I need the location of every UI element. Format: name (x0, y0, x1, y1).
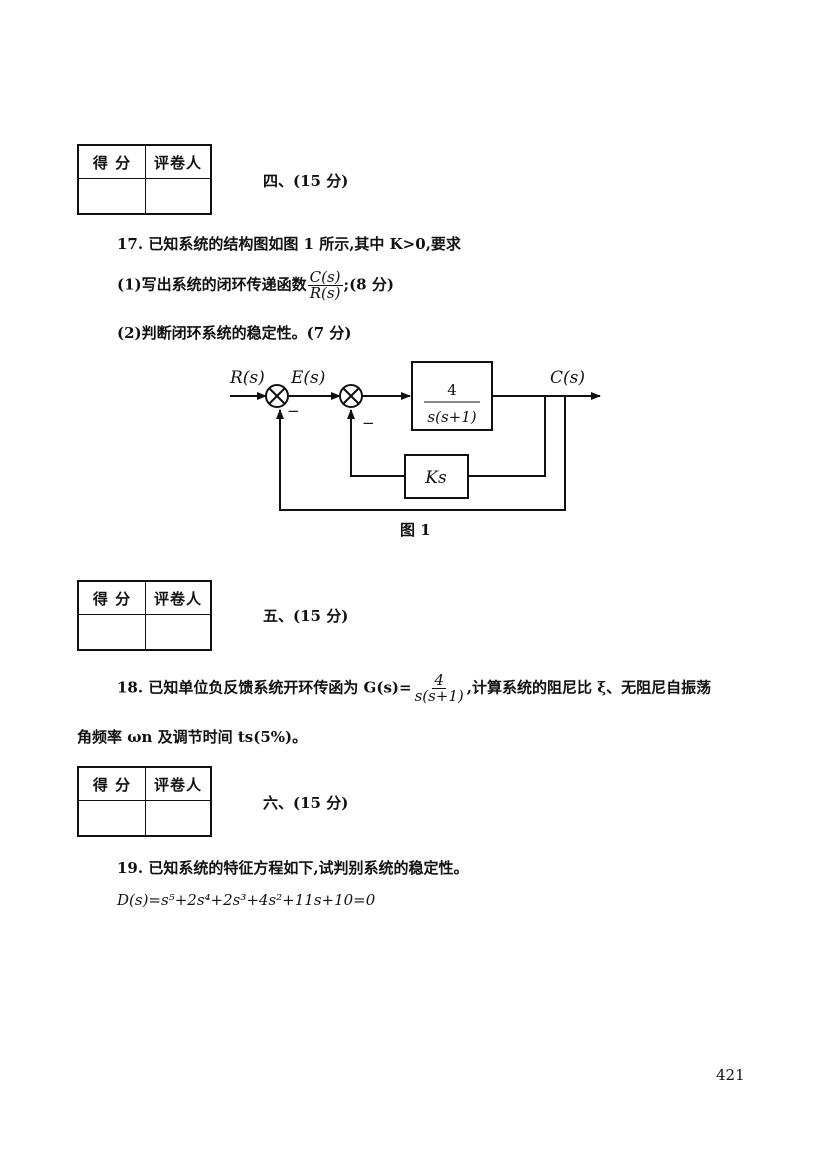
question-18-line-2: 角频率 ωn 及调节时间 ts(5%)。 (77, 728, 308, 746)
block-diagram-figure-1: R(s) E(s) C(s) 4 s(s+1) Ks − − (229, 361, 601, 511)
score-cell[interactable] (77, 178, 146, 215)
q17-part1-suffix: ;(8 分) (343, 275, 394, 294)
forward-denominator: s(s+1) (427, 408, 476, 426)
question-17-part-2: (2)判断闭环系统的稳定性。(7 分) (117, 324, 352, 342)
question-17-intro: 17. 已知系统的结构图如图 1 所示,其中 K>0,要求 (117, 235, 461, 253)
minus-sign-1: − (287, 402, 300, 420)
fraction-numerator: C(s) (307, 268, 343, 286)
outer-feedback-line (276, 396, 566, 511)
fraction-denominator: R(s) (309, 284, 341, 302)
grader-header: 评卷人 (145, 144, 212, 179)
score-table-3: 得 分评卷人 (77, 766, 212, 837)
section-6-title: 六、(15 分) (263, 794, 349, 812)
page-number: 421 (716, 1066, 745, 1084)
figure-1-caption: 图 1 (400, 521, 431, 539)
section-5-title: 五、(15 分) (263, 607, 349, 625)
section-4-title: 四、(15 分) (263, 172, 349, 190)
input-label: R(s) (229, 368, 265, 388)
minus-sign-2: − (362, 414, 375, 432)
error-label: E(s) (290, 368, 325, 388)
forward-numerator: 4 (447, 381, 457, 399)
grader-header: 评卷人 (145, 580, 212, 615)
feedback-gain: Ks (424, 468, 447, 488)
fraction-numerator: 4 (432, 671, 446, 689)
characteristic-equation: D(s)=s⁵+2s⁴+2s³+4s²+11s+10=0 (117, 891, 376, 909)
question-19: 19. 已知系统的特征方程如下,试判别系统的稳定性。 (117, 859, 469, 877)
grader-cell[interactable] (145, 800, 212, 837)
q17-part1-prefix: (1)写出系统的闭环传递函数 (117, 275, 307, 294)
q18-suffix: ,计算系统的阻尼比 ξ、无阻尼自振荡 (466, 678, 712, 697)
grader-cell[interactable] (145, 178, 212, 215)
score-table-2: 得 分评卷人 (77, 580, 212, 651)
score-header: 得 分 (77, 580, 146, 615)
fraction-denominator: s(s+1) (414, 687, 464, 705)
inner-feedback-line (468, 396, 546, 477)
score-header: 得 分 (77, 766, 146, 801)
closed-loop-fraction: C(s)R(s) (307, 268, 343, 302)
grader-header: 评卷人 (145, 766, 212, 801)
grader-cell[interactable] (145, 614, 212, 651)
score-cell[interactable] (77, 800, 146, 837)
score-table-1: 得 分评卷人 (77, 144, 212, 215)
q18-prefix: 18. 已知单位负反馈系统开环传函为 G(s)= (117, 678, 412, 697)
score-header: 得 分 (77, 144, 146, 179)
score-cell[interactable] (77, 614, 146, 651)
inner-feedback-return (347, 409, 405, 477)
output-label: C(s) (550, 368, 585, 388)
